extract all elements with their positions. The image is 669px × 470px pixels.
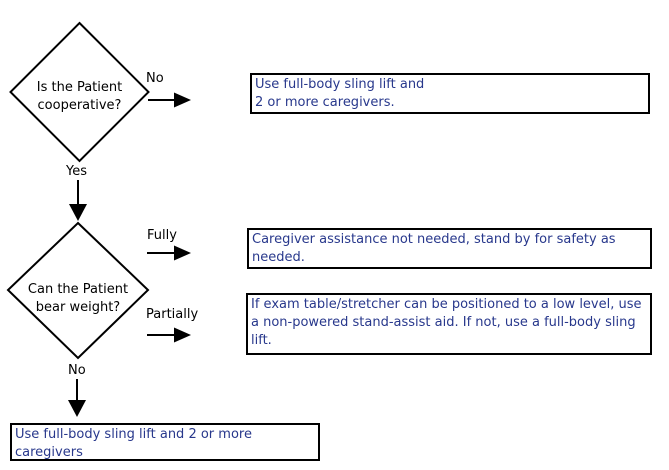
decision-label-bear-weight: Can the Patient bear weight? bbox=[27, 282, 129, 315]
arrow-no-right bbox=[148, 92, 191, 108]
arrow-yes-down bbox=[69, 180, 87, 221]
edge-label-fully: Fully bbox=[147, 228, 177, 243]
edge-label-no-2: No bbox=[68, 363, 86, 378]
edge-label-partially: Partially bbox=[146, 307, 199, 322]
arrow-no-down bbox=[68, 379, 86, 417]
edge-label-no-1: No bbox=[146, 71, 164, 86]
outcome-box-no-assistance: Caregiver assistance not needed, stand b… bbox=[247, 228, 652, 269]
outcome-box-stand-assist: If exam table/stretcher can be positione… bbox=[246, 293, 652, 355]
outcome-box-sling-lift-bottom: Use full-body sling lift and 2 or more c… bbox=[10, 423, 320, 461]
decision-label-cooperative: Is the Patient cooperative? bbox=[36, 80, 123, 113]
outcome-box-sling-lift-top: Use full-body sling lift and 2 or more c… bbox=[250, 73, 650, 114]
decision-diamond-bear-weight bbox=[6, 221, 150, 360]
arrow-fully-right bbox=[147, 245, 191, 261]
arrow-partially-right bbox=[147, 327, 191, 343]
decision-diamond-cooperative bbox=[9, 21, 150, 163]
edge-label-yes: Yes bbox=[66, 164, 87, 179]
